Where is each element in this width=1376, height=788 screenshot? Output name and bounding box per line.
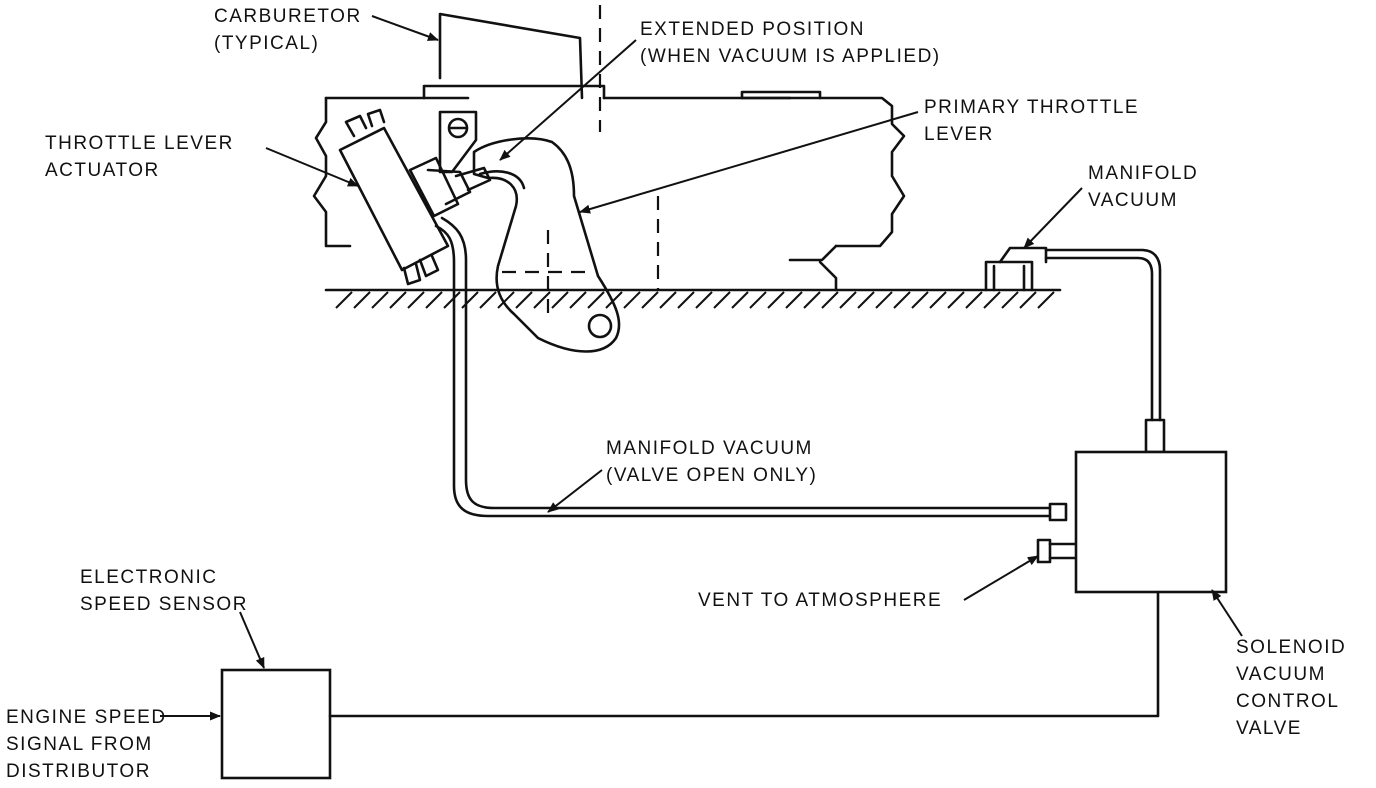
label-primary-throttle-lever: PRIMARY THROTTLE LEVER	[924, 97, 1140, 145]
label-carburetor: CARBURETOR (TYPICAL)	[214, 6, 362, 54]
label-solenoid-valve: SOLENOID VACUUM CONTROL VALVE	[1236, 637, 1347, 739]
hatch-mark	[335, 291, 353, 309]
hatch-mark	[947, 291, 965, 309]
label-manifold-vacuum-line: MANIFOLD VACUUM (VALVE OPEN ONLY)	[606, 438, 818, 486]
hatch-mark	[407, 291, 425, 309]
vent-nipple	[1036, 538, 1078, 564]
label-manifold-vacuum-top: MANIFOLD VACUUM	[1088, 163, 1199, 211]
hatch-mark	[929, 291, 947, 309]
label-extended-position: EXTENDED POSITION (WHEN VACUUM IS APPLIE…	[640, 19, 941, 67]
label-vent-to-atmosphere: VENT TO ATMOSPHERE	[698, 590, 943, 611]
hatch-mark	[1001, 291, 1019, 309]
hatch-mark	[839, 291, 857, 309]
hatch-mark	[821, 291, 839, 309]
leader-arrows	[160, 15, 1243, 721]
hatch-mark	[551, 291, 569, 309]
hatch-mark	[965, 291, 983, 309]
hatch-mark	[605, 291, 623, 309]
hatch-mark	[389, 291, 407, 309]
hatch-mark	[857, 291, 875, 309]
hatch-mark	[749, 291, 767, 309]
hatch-mark	[497, 291, 515, 309]
hatch-mark	[731, 291, 749, 309]
hatch-mark	[641, 291, 659, 309]
hatch-mark	[587, 291, 605, 309]
hatch-mark	[461, 291, 479, 309]
sensor-to-valve-wire	[328, 590, 1160, 718]
hatch-mark	[659, 291, 677, 309]
hatch-mark	[983, 291, 1001, 309]
hatch-mark	[371, 291, 389, 309]
solenoid-valve-box	[1074, 450, 1228, 594]
label-electronic-speed-sensor: ELECTRONIC SPEED SENSOR	[80, 567, 248, 615]
hatch-mark	[911, 291, 929, 309]
speed-sensor-box	[220, 668, 332, 780]
hatch-mark	[353, 291, 371, 309]
manifold-vacuum-fitting	[984, 246, 1166, 454]
hatch-mark	[569, 291, 587, 309]
hatch-mark	[677, 291, 695, 309]
label-throttle-lever-actuator: THROTTLE LEVER ACTUATOR	[45, 133, 234, 181]
vacuum-hose-actuator-to-valve	[434, 216, 1068, 522]
hatch-mark	[695, 291, 713, 309]
hatch-mark	[533, 291, 551, 309]
hatch-mark	[623, 291, 641, 309]
hatch-mark	[1037, 291, 1055, 309]
hatch-mark	[1019, 291, 1037, 309]
intake-manifold-floor	[324, 288, 1062, 309]
throttle-lever-actuator	[338, 108, 492, 286]
hatch-mark	[443, 291, 461, 309]
hatch-mark	[515, 291, 533, 309]
hatch-mark	[803, 291, 821, 309]
hatch-mark	[425, 291, 443, 309]
hatch-mark	[893, 291, 911, 309]
label-engine-speed-signal: ENGINE SPEED SIGNAL FROM DISTRIBUTOR	[6, 707, 167, 782]
throttle-shaft-centerlines	[502, 5, 660, 318]
hatch-mark	[875, 291, 893, 309]
hatch-mark	[785, 291, 803, 309]
hatch-mark	[713, 291, 731, 309]
hatch-mark	[767, 291, 785, 309]
hatch-mark	[479, 291, 497, 309]
carburetor-body	[312, 96, 906, 292]
actuator-bracket	[438, 110, 478, 174]
primary-throttle-lever	[472, 137, 621, 353]
